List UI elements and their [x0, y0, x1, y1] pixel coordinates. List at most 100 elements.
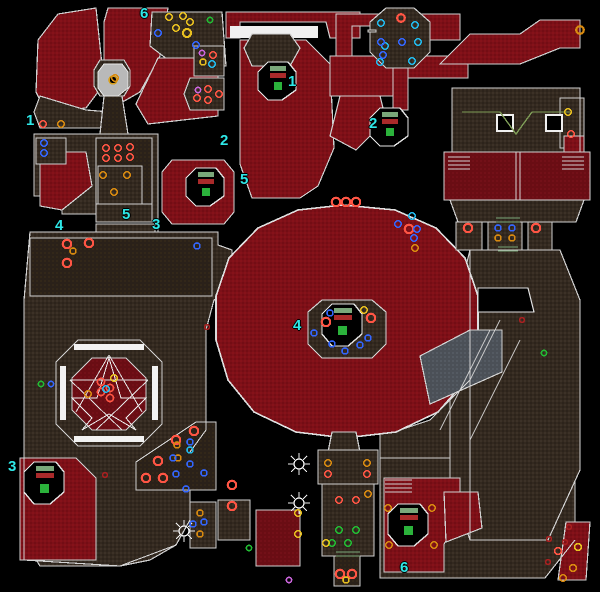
- thing-marker: [568, 563, 578, 573]
- thing-marker: [226, 479, 238, 491]
- teleport-pad: [257, 61, 297, 101]
- thing-marker: [362, 458, 371, 467]
- label-4-left: 4: [55, 217, 64, 234]
- thing-marker: [194, 86, 202, 94]
- starburst-icons: [173, 453, 310, 542]
- thing-marker: [169, 454, 177, 462]
- thing-marker: [198, 49, 206, 57]
- thing-marker: [380, 41, 389, 50]
- thing-marker: [566, 130, 575, 139]
- thing-marker: [410, 20, 419, 29]
- thing-marker: [39, 149, 48, 158]
- thing-marker: [215, 90, 224, 99]
- sector-temple-right-strip2: [563, 135, 585, 153]
- sector-octagon-stem: [392, 67, 409, 111]
- thing-marker: [193, 94, 202, 103]
- thing-marker: [494, 224, 502, 232]
- thing-marker: [407, 56, 416, 65]
- thing-marker: [140, 472, 152, 484]
- thing-marker: [204, 96, 213, 105]
- label-2-right: 2: [369, 115, 378, 132]
- sector-small-items-block2: [255, 509, 301, 567]
- thing-marker: [84, 389, 93, 398]
- thing-marker: [170, 434, 182, 446]
- thing-marker: [47, 380, 55, 388]
- label-6-bottom: 6: [400, 559, 409, 576]
- thing-marker: [199, 58, 207, 66]
- label-3-bottomleft: 3: [8, 458, 17, 475]
- thing-marker: [393, 220, 402, 229]
- label-1-topright: 1: [288, 73, 297, 90]
- thing-marker: [173, 441, 181, 449]
- sector-mid-octagon: [367, 29, 377, 33]
- thing-marker: [174, 454, 182, 462]
- thing-marker: [111, 74, 120, 83]
- thing-marker: [83, 237, 95, 249]
- thing-marker: [378, 50, 387, 59]
- thing-marker: [102, 154, 111, 163]
- thing-marker: [518, 316, 526, 324]
- thing-marker: [320, 316, 332, 328]
- thing-marker: [364, 334, 372, 342]
- thing-marker: [363, 489, 372, 498]
- label-5-mid: 5: [240, 171, 249, 188]
- sector-temple-foot-c: [487, 221, 523, 251]
- thing-marker: [356, 341, 364, 349]
- sector-bottom-mid-b: [321, 483, 375, 557]
- sector-small-items-block: [217, 499, 251, 541]
- thing-marker: [545, 535, 553, 543]
- thing-marker: [186, 438, 194, 446]
- thing-marker: [540, 349, 548, 357]
- thing-marker: [508, 234, 516, 242]
- label-5-low: 5: [122, 206, 131, 223]
- thing-marker: [553, 546, 563, 556]
- thing-marker: [37, 380, 45, 388]
- thing-marker: [203, 323, 211, 331]
- thing-marker: [407, 212, 416, 221]
- label-1-left: 1: [26, 112, 35, 129]
- thing-marker: [110, 373, 119, 382]
- thing-marker: [334, 525, 343, 534]
- thing-marker: [376, 37, 385, 46]
- thing-marker: [530, 222, 542, 234]
- thing-marker: [375, 57, 384, 66]
- sector-farbottomright-red: [557, 521, 591, 581]
- thing-marker: [342, 576, 350, 584]
- thing-marker: [110, 188, 119, 197]
- thing-marker: [154, 28, 163, 37]
- label-3-mid: 3: [152, 216, 161, 233]
- thing-marker: [188, 425, 200, 437]
- sector-temple-foot-l: [455, 221, 483, 251]
- thing-marker: [340, 196, 352, 208]
- thing-marker: [346, 568, 358, 580]
- thing-marker: [114, 144, 123, 153]
- thing-marker: [126, 143, 135, 152]
- thing-marker: [69, 247, 77, 255]
- thing-marker: [165, 13, 174, 22]
- sector-midleft-dark: [29, 237, 213, 297]
- thing-marker: [397, 37, 406, 46]
- thing-marker: [193, 242, 201, 250]
- sector-topright-red-web5: [438, 19, 581, 65]
- sector-hex-cyan: [243, 33, 301, 67]
- thing-marker: [561, 538, 569, 546]
- thing-marker: [179, 12, 188, 21]
- thing-marker: [351, 495, 360, 504]
- teleport-pad: [23, 461, 65, 505]
- thing-marker: [575, 25, 585, 35]
- label-6-top: 6: [140, 5, 149, 22]
- sector-bottom-mid-a: [317, 449, 379, 485]
- thing-marker: [376, 18, 385, 27]
- thing-marker: [413, 37, 422, 46]
- thing-marker: [181, 27, 193, 39]
- sector-temple-bot: [449, 199, 585, 223]
- thing-marker: [427, 503, 436, 512]
- sector-midleft-brown-1: [183, 77, 225, 111]
- thing-marker: [293, 508, 302, 517]
- thing-marker: [189, 520, 197, 528]
- thing-marker: [412, 225, 421, 234]
- thing-marker: [462, 222, 474, 234]
- thing-marker: [321, 538, 330, 547]
